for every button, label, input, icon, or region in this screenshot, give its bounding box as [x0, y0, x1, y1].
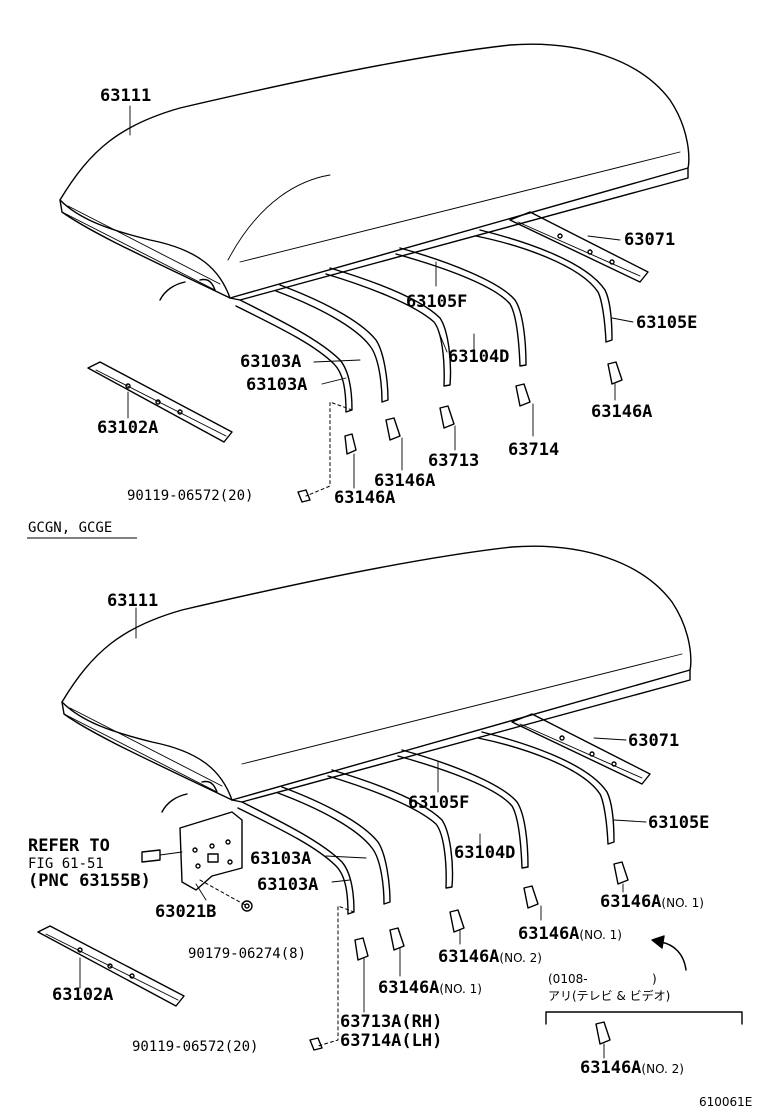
section-header: GCGN, GCGE — [27, 520, 137, 539]
label-clip-3-top: 63714 — [508, 440, 559, 460]
label-bow-f-top: 63105F — [406, 292, 467, 312]
bottom-assembly — [37, 545, 743, 1059]
label-clip-5-top: 63146A — [334, 488, 395, 508]
label-clip-no2-a: 63146A(NO. 2) — [438, 947, 542, 967]
roof-panel-bottom — [61, 545, 692, 813]
label-rear-rail-bottom: 63071 — [628, 731, 679, 751]
label-refer-2: FIG 61-51 — [28, 856, 104, 872]
label-clip-no1-c: 63146A(NO. 1) — [378, 978, 482, 998]
label-bow-e-top: 63105E — [636, 313, 697, 333]
roof-panel-top — [59, 43, 690, 301]
label-clip-1-top: 63146A — [591, 402, 652, 422]
label-side-rail-top: 63102A — [97, 418, 158, 438]
rear-rail-bottom — [511, 713, 651, 785]
leaders-top — [127, 105, 634, 489]
label-refer-1: REFER TO — [28, 836, 110, 856]
rear-rail-top — [509, 211, 649, 283]
label-screw-bottom: 90119-06572(20) — [132, 1039, 258, 1055]
label-bow-a1-top: 63103A — [240, 352, 301, 372]
label-bow-e-bottom: 63105E — [648, 813, 709, 833]
label-bow-d-bottom: 63104D — [454, 843, 515, 863]
label-clip-lh: 63714A(LH) — [340, 1031, 442, 1051]
label-refer-3: (PNC 63155B) — [28, 871, 151, 891]
label-clip-no1-a: 63146A(NO. 1) — [600, 892, 704, 912]
labels-bottom: 63111 63071 63105F 63105E 63104D 63103A … — [28, 591, 709, 1078]
clips-bottom — [354, 861, 629, 1045]
label-rear-rail-top: 63071 — [624, 230, 675, 250]
label-clip-4-top: 63146A — [374, 471, 435, 491]
label-clip-no2-b: 63146A(NO. 2) — [580, 1058, 684, 1078]
label-clip-rh: 63713A(RH) — [340, 1012, 442, 1032]
label-note-jp: アリ(テレビ & ビデオ) — [548, 988, 670, 1003]
labels-top: 63111 63071 63105F 63105E 63104D 63103A … — [97, 86, 697, 508]
label-screw-top: 90119-06572(20) — [127, 488, 253, 504]
clips-top — [344, 361, 623, 455]
label-side-rail-bottom: 63102A — [52, 985, 113, 1005]
side-rail-top — [87, 361, 233, 443]
side-rail-bottom — [37, 925, 185, 1007]
label-bracket: 63021B — [155, 902, 216, 922]
label-nut: 90179-06274(8) — [188, 946, 306, 962]
figure-code: 610061E — [699, 1095, 752, 1109]
leaders-bottom — [79, 607, 647, 1059]
label-clip-2-top: 63713 — [428, 451, 479, 471]
label-bow-a2-bottom: 63103A — [257, 875, 318, 895]
label-bow-d-top: 63104D — [448, 347, 509, 367]
label-note-close: ) — [652, 972, 657, 986]
section-label: GCGN, GCGE — [28, 520, 112, 536]
label-bow-a2-top: 63103A — [246, 375, 307, 395]
roof-bows-bottom — [237, 731, 615, 915]
roof-bows-top — [235, 229, 613, 413]
top-assembly — [59, 43, 690, 503]
bracket — [179, 811, 243, 891]
label-bow-a1-bottom: 63103A — [250, 849, 311, 869]
label-roof-bottom: 63111 — [107, 591, 158, 611]
label-clip-no1-b: 63146A(NO. 1) — [518, 924, 622, 944]
label-roof-top: 63111 — [100, 86, 151, 106]
label-note-date: (0108- — [548, 972, 588, 986]
label-bow-f-bottom: 63105F — [408, 793, 469, 813]
